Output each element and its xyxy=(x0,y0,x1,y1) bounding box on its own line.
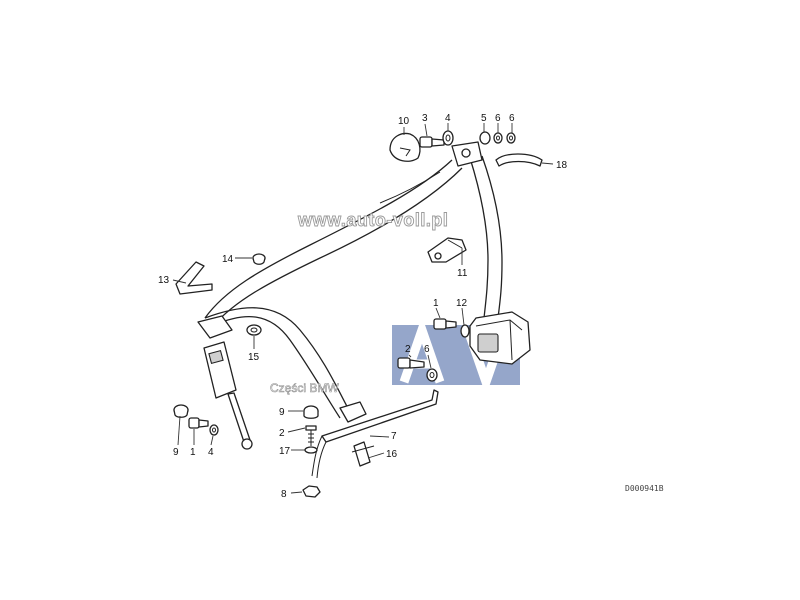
clip-part-16 xyxy=(351,441,375,467)
callout-1-retractor: 1 xyxy=(433,298,439,309)
lap-belt-strap xyxy=(204,307,367,423)
nut-part-8 xyxy=(302,485,321,498)
washer-part-6-lower xyxy=(426,368,438,382)
floor-rail-part-7 xyxy=(311,389,439,479)
callout-1-left: 1 xyxy=(190,447,196,458)
leader-lines xyxy=(172,123,554,494)
retractor-belt xyxy=(469,155,503,319)
anchor-plate-part-13 xyxy=(175,261,213,295)
washer-part-17 xyxy=(304,446,318,454)
callout-2-retractor: 2 xyxy=(405,344,411,355)
belt-retractor xyxy=(469,311,531,365)
callout-15: 15 xyxy=(248,352,260,363)
callout-8: 8 xyxy=(281,489,287,500)
bolt-part-3 xyxy=(419,136,445,148)
diagram-reference-code: D000941B xyxy=(625,484,664,493)
washer-part-6-upper-a xyxy=(493,132,503,144)
bolt-part-2-retractor xyxy=(397,357,425,369)
bolt-part-1-left xyxy=(188,417,209,429)
url-watermark: www.auto-voll.pl xyxy=(297,210,448,230)
callout-6-top-a: 6 xyxy=(495,113,501,124)
callout-5: 5 xyxy=(481,113,487,124)
washer-part-4-left xyxy=(209,424,219,436)
callout-2-center: 2 xyxy=(279,428,285,439)
shoulder-belt-strap xyxy=(204,159,463,326)
washer-part-6-upper-b xyxy=(506,132,516,144)
callout-4-left: 4 xyxy=(208,447,214,458)
seat-belt-buckle xyxy=(197,315,253,450)
callout-17: 17 xyxy=(279,446,291,457)
callout-numbers: 10 3 4 5 6 6 18 11 1 12 2 6 7 16 14 15 1… xyxy=(158,113,568,500)
cap-part-9-left xyxy=(173,404,189,418)
bushing-part-15 xyxy=(246,324,262,336)
height-adjuster-part-11 xyxy=(427,237,467,263)
callout-4-top: 4 xyxy=(445,113,451,124)
callout-7: 7 xyxy=(391,431,397,442)
cap-part-14 xyxy=(252,253,266,265)
callout-6-lower: 6 xyxy=(424,344,430,355)
callout-16: 16 xyxy=(386,449,398,460)
shop-watermark: Części BMW xyxy=(270,381,339,395)
spacer-part-12 xyxy=(460,324,470,338)
guide-bracket-part-18 xyxy=(495,153,543,167)
cap-part-9-center xyxy=(303,405,319,419)
callout-12: 12 xyxy=(456,298,468,309)
callout-14: 14 xyxy=(222,254,234,265)
callout-9-left: 9 xyxy=(173,447,179,458)
washer-part-4 xyxy=(442,130,454,146)
callout-6-top-b: 6 xyxy=(509,113,515,124)
bolt-part-2-center xyxy=(305,425,317,446)
callout-11: 11 xyxy=(457,268,468,279)
spacer-part-5 xyxy=(479,131,491,145)
bolt-part-1-retractor xyxy=(433,318,457,330)
callout-9-center: 9 xyxy=(279,407,285,418)
upper-anchor-fitting xyxy=(451,141,483,167)
callout-3: 3 xyxy=(422,113,428,124)
callout-10: 10 xyxy=(398,116,410,127)
callout-13: 13 xyxy=(158,275,170,286)
trim-cover-part-10 xyxy=(389,132,421,162)
callout-18: 18 xyxy=(556,160,568,171)
